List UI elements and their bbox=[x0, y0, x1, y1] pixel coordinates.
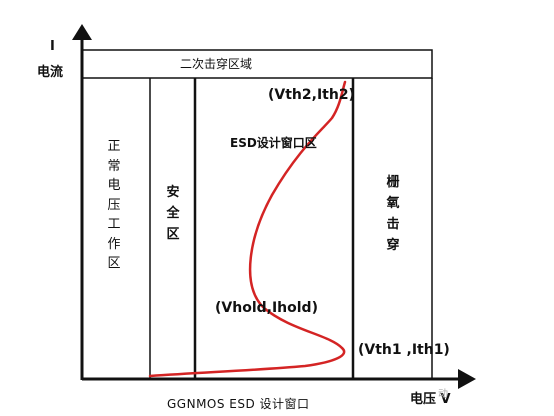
point-label-holding: (Vhold,Ihold) bbox=[215, 300, 318, 316]
zone-normal-char: 区 bbox=[107, 256, 121, 271]
zone-safe-char: 全 bbox=[166, 206, 180, 221]
y-axis-arrow bbox=[72, 24, 92, 40]
zone-safe-label: 安 全 区 bbox=[164, 186, 182, 249]
esd-window-label: ESD设计窗口区 bbox=[230, 136, 317, 150]
x-axis-arrow bbox=[458, 369, 476, 389]
y-axis-letter: I bbox=[50, 39, 55, 54]
zone-safe-char: 安 bbox=[166, 185, 180, 200]
zone-safe-char: 区 bbox=[166, 227, 180, 242]
zone-gate-char: 氧 bbox=[386, 196, 400, 211]
point-label-second-breakdown: (Vth2,Ith2) bbox=[268, 87, 355, 103]
zone-gate-char: 击 bbox=[386, 217, 400, 232]
zone-gate-char: 穿 bbox=[386, 238, 400, 253]
diagram-title: GGNMOS ESD 设计窗口 bbox=[167, 397, 310, 411]
iv-snapback-curve bbox=[148, 80, 347, 378]
y-axis-label: 电流 bbox=[37, 65, 64, 80]
zone-gate-oxide-breakdown-label: 栅 氧 击 穿 bbox=[384, 176, 402, 260]
zone-gate-char: 栅 bbox=[386, 175, 400, 190]
second-breakdown-band bbox=[81, 49, 433, 79]
point-label-trigger: (Vth1 ,Ith1) bbox=[358, 342, 450, 358]
watermark: 动 bbox=[438, 389, 448, 400]
x-axis-label: 电压 V bbox=[410, 392, 451, 407]
zone-normal-char: 常 bbox=[107, 158, 121, 174]
zone-normal-char: 正 bbox=[107, 139, 121, 154]
zone-normal-char: 电 bbox=[107, 178, 121, 193]
zone-normal-char: 压 bbox=[107, 197, 121, 213]
zone-normal-operation-label: 正 常 电 压 工 作 区 bbox=[104, 140, 124, 277]
zone-normal-char: 作 bbox=[107, 236, 121, 252]
zone-normal-char: 工 bbox=[107, 217, 121, 232]
second-breakdown-label: 二次击穿区域 bbox=[180, 57, 253, 71]
